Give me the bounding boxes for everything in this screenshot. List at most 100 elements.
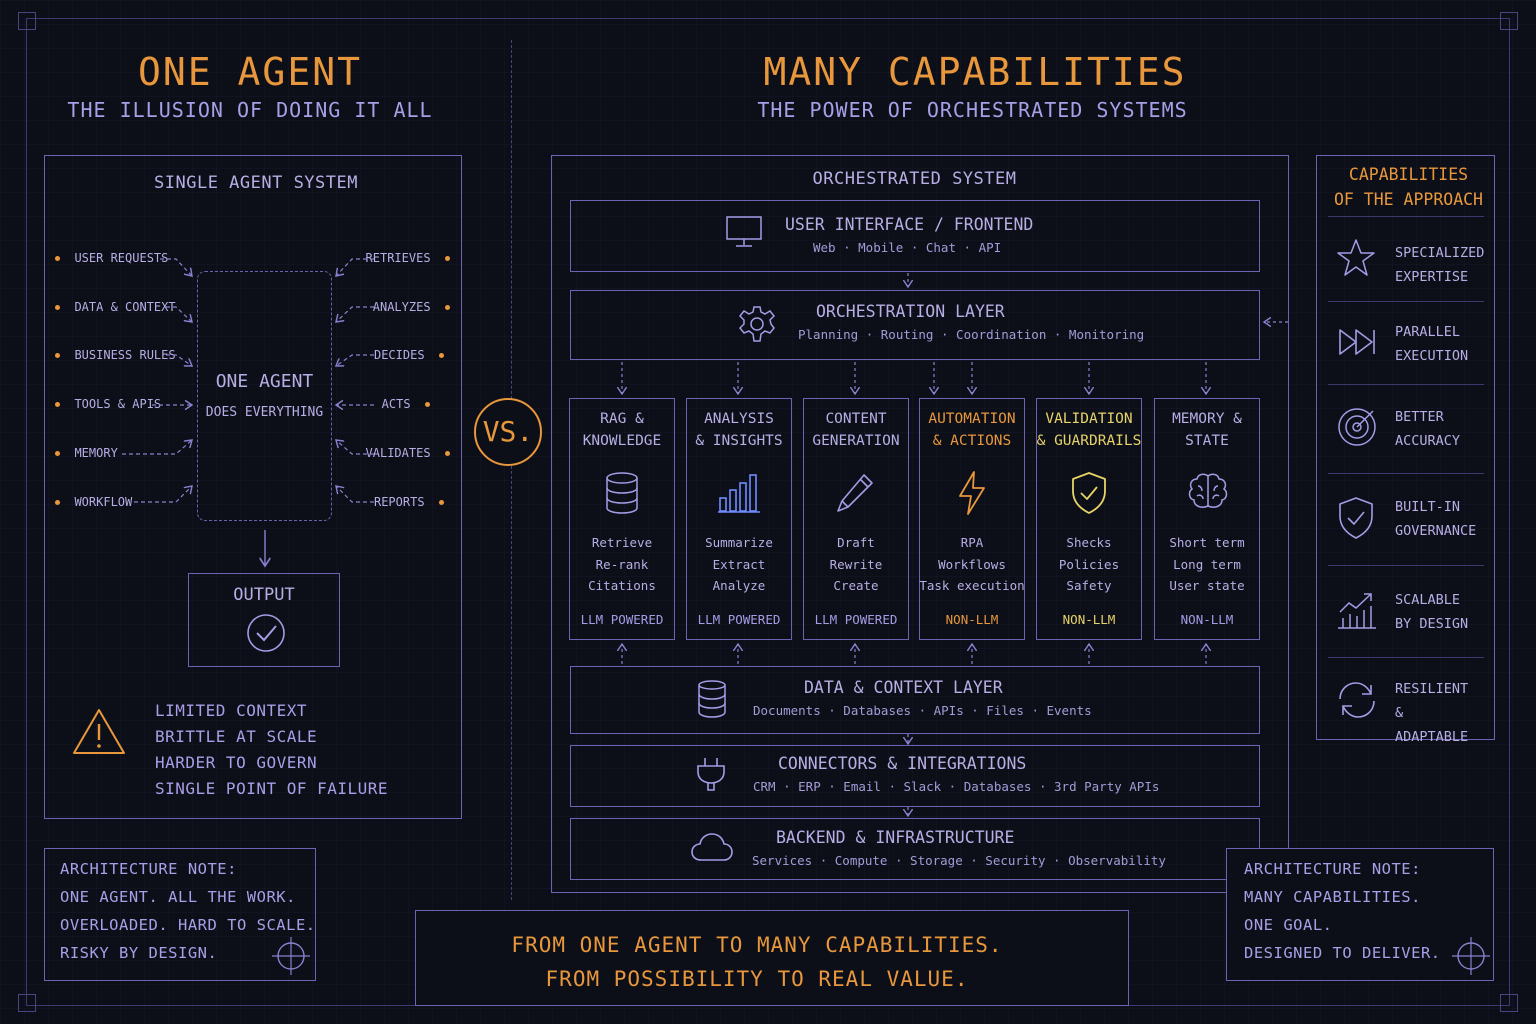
single-agent-panel-title: SINGLE AGENT SYSTEM [154,173,358,193]
module-tag: LLM POWERED [580,612,664,627]
output-text: ANALYZES [372,300,431,314]
module-automation-actions [919,398,1025,640]
data-context-text: DATA & CONTEXT LAYER Documents · Databas… [753,678,1092,718]
output-label-2: DECIDES [330,348,444,362]
one-agent-subtitle: DOES EVERYTHING [205,405,324,420]
output-label-5: REPORTS [330,495,444,509]
left-title: ONE AGENT [138,50,362,94]
vs-badge: VS. [474,398,542,466]
pencil-icon [837,474,873,512]
module-item: Citations [588,578,656,593]
capability-label: BETTER ACCURACY [1395,405,1460,453]
module-tag: LLM POWERED [697,612,781,627]
output-text: REPORTS [373,495,425,509]
module-item: Create [833,578,879,593]
database-icon [606,472,638,514]
module-title-line: & ACTIONS [932,433,1012,449]
module-item: Extract [712,556,766,572]
vertical-divider [511,40,512,900]
module-title: CONTENT GENERATION [803,408,909,452]
cloud-icon [691,833,733,861]
refresh-icon [1339,682,1375,718]
warning-icon [73,709,125,754]
capability-label-line: ACCURACY [1395,433,1461,449]
input-text: WORKFLOW [74,495,133,509]
orchestrated-system-panel [551,155,1289,893]
orchestration-layer [570,290,1260,360]
output-text: ACTS [381,397,411,411]
lightning-icon [959,471,985,515]
output-label-1: ANALYZES [330,300,450,314]
backend-text: BACKEND & INFRASTRUCTURE Services · Comp… [752,828,1166,868]
capability-label: PARALLEL EXECUTION [1395,320,1468,368]
module-item: Safety [1066,578,1112,593]
module-tag: NON-LLM [1062,612,1116,627]
module-item: RPA [960,535,984,550]
capabilities-panel [1316,155,1495,740]
module-item: Summarize [705,535,773,550]
module-items: Shecks Policies Safety [1036,532,1142,597]
user-interface-layer [570,200,1260,272]
input-text: BUSINESS RULES [74,348,176,362]
plug-icon [697,758,725,791]
note-line: ONE AGENT. ALL THE WORK. [60,888,296,906]
module-title-line: & INSIGHTS [695,433,783,449]
module-title-line: MEMORY & [1172,411,1242,427]
output-dot [439,500,444,505]
module-rag-knowledge [569,398,675,640]
module-item: Long term [1173,556,1241,572]
note-line: ARCHITECTURE NOTE: [60,860,237,878]
capability-label-line: SPECIALIZED [1395,245,1485,261]
capability-label-line: RESILIENT & [1395,681,1469,721]
module-title-line: ANALYSIS [704,411,774,427]
capability-item: BUILT-IN GOVERNANCE [1328,474,1484,566]
capability-label: BUILT-IN GOVERNANCE [1395,495,1476,543]
capability-label-line: BUILT-IN [1395,499,1461,515]
connectors-text: CONNECTORS & INTEGRATIONS CRM · ERP · Em… [753,754,1159,794]
module-title: AUTOMATION & ACTIONS [919,408,1025,452]
capability-label-line: EXECUTION [1395,348,1469,364]
note-line: MANY CAPABILITIES. [1244,888,1421,906]
layer-subtitle: Planning · Routing · Coordination · Moni… [798,327,1145,342]
module-item: Workflows [938,556,1006,572]
input-text: MEMORY [74,446,118,460]
checkmark-circle-icon [247,614,285,652]
capability-label-line: PARALLEL [1395,324,1461,340]
module-title: VALIDATION & GUARDRAILS [1036,408,1142,452]
capability-item: PARALLEL EXECUTION [1328,302,1484,385]
note-line: OVERLOADED. HARD TO SCALE. [60,916,316,934]
note-line: ARCHITECTURE NOTE: [1244,860,1421,878]
brain-icon [1188,473,1228,508]
capability-label-line: GOVERNANCE [1395,523,1477,539]
left-subtitle: THE ILLUSION OF DOING IT ALL [67,98,433,122]
output-label-0: RETRIEVES [330,251,450,265]
shield-icon [1339,497,1373,539]
module-items: Draft Rewrite Create [803,532,909,597]
capability-label: SPECIALIZED EXPERTISE [1395,241,1484,289]
module-validation-guardrails [1036,398,1142,640]
output-dot [445,451,450,456]
star-icon [1337,239,1375,276]
right-note-text: ARCHITECTURE NOTE: MANY CAPABILITIES. ON… [1244,855,1441,967]
corner-mark-bl [18,994,36,1012]
output-dot [439,353,444,358]
right-subtitle: THE POWER OF ORCHESTRATED SYSTEMS [757,98,1188,122]
warning-list: LIMITED CONTEXT BRITTLE AT SCALE HARDER … [155,698,388,802]
output-dot [425,402,430,407]
footer-line: FROM ONE AGENT TO MANY CAPABILITIES. [511,933,1003,957]
module-analysis-insights [686,398,792,640]
shield-check-icon [1072,472,1106,514]
note-line: ONE GOAL. [1244,916,1333,934]
module-title-line: RAG & [600,411,644,427]
left-note-text: ARCHITECTURE NOTE: ONE AGENT. ALL THE WO… [60,855,316,967]
capability-label-line: BETTER [1395,409,1444,425]
left-architecture-note [44,848,316,981]
right-title: MANY CAPABILITIES [763,50,1187,94]
layer-title: DATA & CONTEXT LAYER [804,678,1003,697]
capability-label-line: SCALABLE [1395,592,1461,608]
input-dot [55,305,60,310]
user-interface-text: USER INTERFACE / FRONTEND Web · Mobile ·… [785,215,1033,255]
module-content-generation [803,398,909,640]
output-label: OUTPUT [233,585,295,605]
input-label-2: BUSINESS RULES [55,348,176,362]
